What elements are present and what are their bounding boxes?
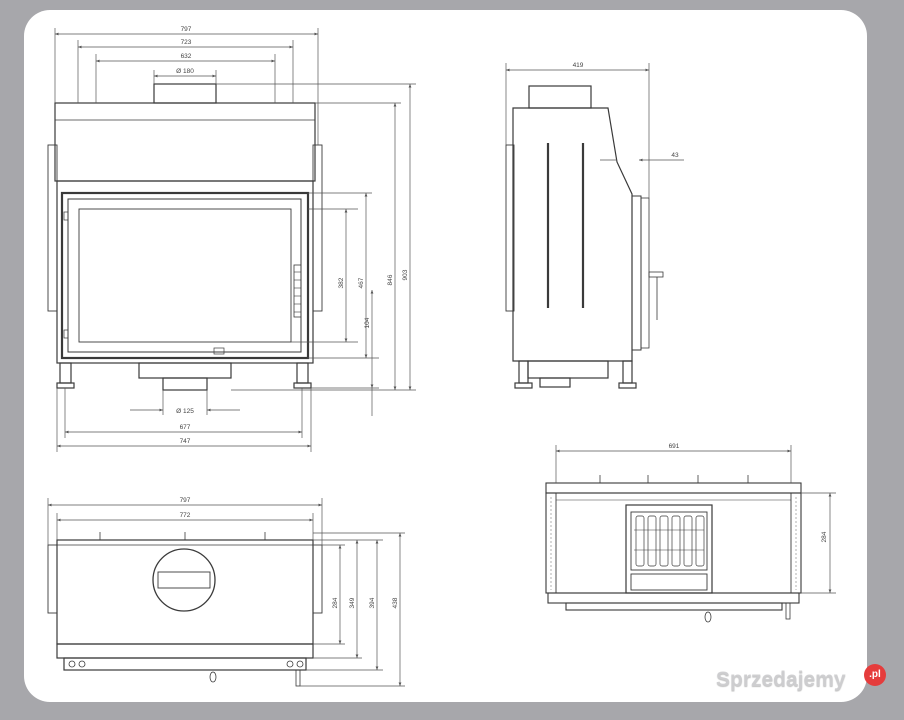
- drawing-sheet: [24, 10, 867, 702]
- side-view-labels: 419 43: [573, 62, 679, 159]
- dim-top-438: 438: [392, 597, 399, 608]
- front-view-dimensions: [54, 28, 416, 452]
- dim-front-467: 467: [358, 277, 365, 288]
- dim-top-394: 394: [369, 597, 376, 608]
- dim-air-inlet-diameter: Ø 125: [176, 408, 194, 415]
- front-view-labels: 797 723 632 Ø 180 382 467 104 846 903 Ø …: [176, 26, 409, 445]
- side-view: [505, 85, 664, 389]
- watermark-badge: .pl: [864, 664, 886, 686]
- dim-front-797: 797: [181, 26, 192, 33]
- section-view-dimensions: [555, 445, 836, 594]
- dim-front-723: 723: [181, 39, 192, 46]
- section-view: [545, 475, 802, 623]
- top-view-dimensions: [47, 498, 405, 687]
- dim-flue-diameter: Ø 180: [176, 68, 194, 75]
- side-view-dimensions: [505, 63, 684, 198]
- dim-section-691: 691: [669, 443, 680, 450]
- dim-front-632: 632: [181, 53, 192, 60]
- top-view-labels: 797 772 284 349 394 438: [180, 497, 399, 608]
- dim-side-43: 43: [671, 152, 679, 159]
- dim-top-772: 772: [180, 512, 191, 519]
- dim-front-747: 747: [180, 438, 191, 445]
- dim-top-284: 284: [332, 597, 339, 608]
- dim-front-846: 846: [387, 274, 394, 285]
- watermark-text: Sprzedajemy: [716, 668, 846, 691]
- top-view: [47, 532, 323, 687]
- dim-front-677: 677: [180, 424, 191, 431]
- dim-section-284: 284: [821, 531, 828, 542]
- front-view: [47, 83, 323, 391]
- dim-front-382: 382: [338, 277, 345, 288]
- section-view-labels: 691 284: [669, 443, 828, 542]
- dim-top-797: 797: [180, 497, 191, 504]
- dim-top-349: 349: [349, 597, 356, 608]
- dim-side-419: 419: [573, 62, 584, 69]
- dim-front-903: 903: [402, 269, 409, 280]
- dim-front-104: 104: [364, 317, 371, 328]
